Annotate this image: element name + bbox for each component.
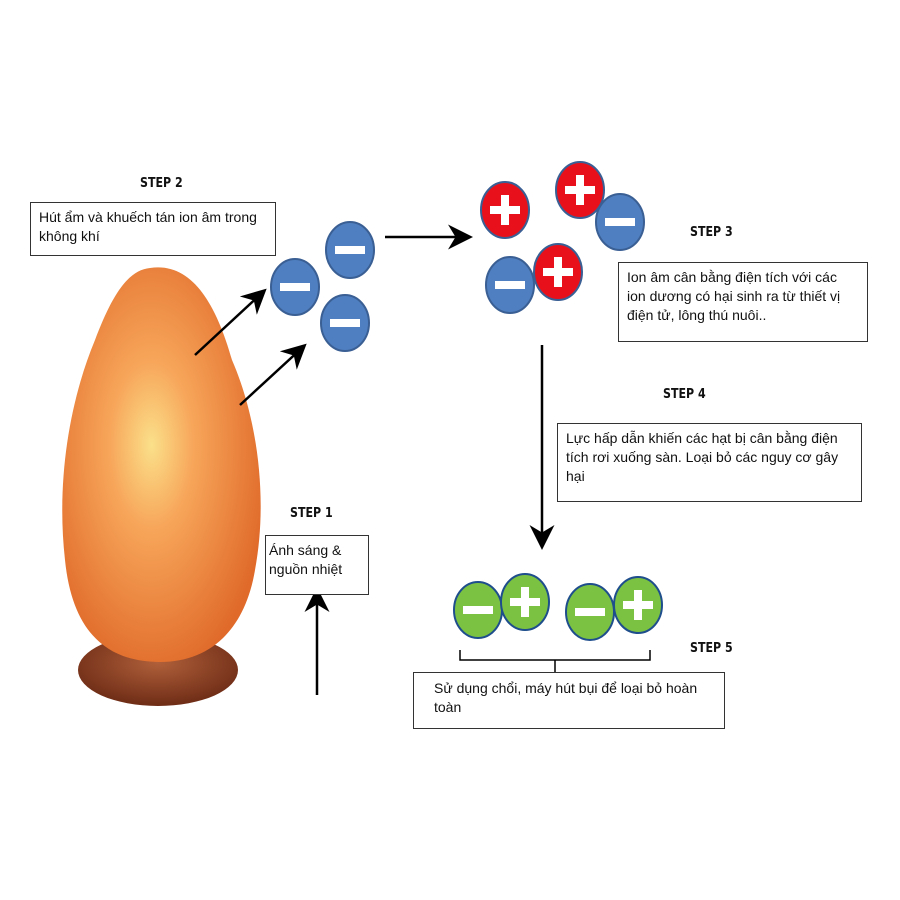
positive-ion-icon — [613, 576, 663, 634]
salt-lamp — [62, 267, 261, 706]
negative-ion-icon — [453, 581, 503, 639]
arrows — [194, 224, 651, 695]
arrow — [239, 343, 307, 406]
step-5-label: STEP 5 — [690, 641, 733, 656]
step-2-box: Hút ẩm và khuếch tán ion âm trong không … — [30, 202, 276, 256]
positive-ion-icon — [555, 161, 605, 219]
step-3-box: Ion âm cân bằng điện tích với các ion dư… — [618, 262, 868, 342]
step-4-box: Lực hấp dẫn khiến các hạt bị cân bằng đi… — [557, 423, 862, 502]
positive-ion-icon — [500, 573, 550, 631]
negative-ion-icon — [270, 258, 320, 316]
step-2-label: STEP 2 — [140, 176, 183, 191]
negative-ion-icon — [485, 256, 535, 314]
bracket — [459, 650, 651, 672]
negative-ion-icon — [595, 193, 645, 251]
step-5-box: Sử dụng chổi, máy hút bụi để loại bỏ hoà… — [413, 672, 725, 729]
positive-ion-icon — [480, 181, 530, 239]
negative-ion-icon — [565, 583, 615, 641]
ions — [270, 161, 663, 641]
negative-ion-icon — [320, 294, 370, 352]
arrow — [194, 288, 267, 356]
step-4-label: STEP 4 — [663, 387, 706, 402]
negative-ion-icon — [325, 221, 375, 279]
positive-ion-icon — [533, 243, 583, 301]
salt-rock — [62, 267, 261, 662]
step-1-label: STEP 1 — [290, 506, 333, 521]
step-3-label: STEP 3 — [690, 225, 733, 240]
step-1-box: Ánh sáng & nguồn nhiệt — [265, 535, 369, 595]
